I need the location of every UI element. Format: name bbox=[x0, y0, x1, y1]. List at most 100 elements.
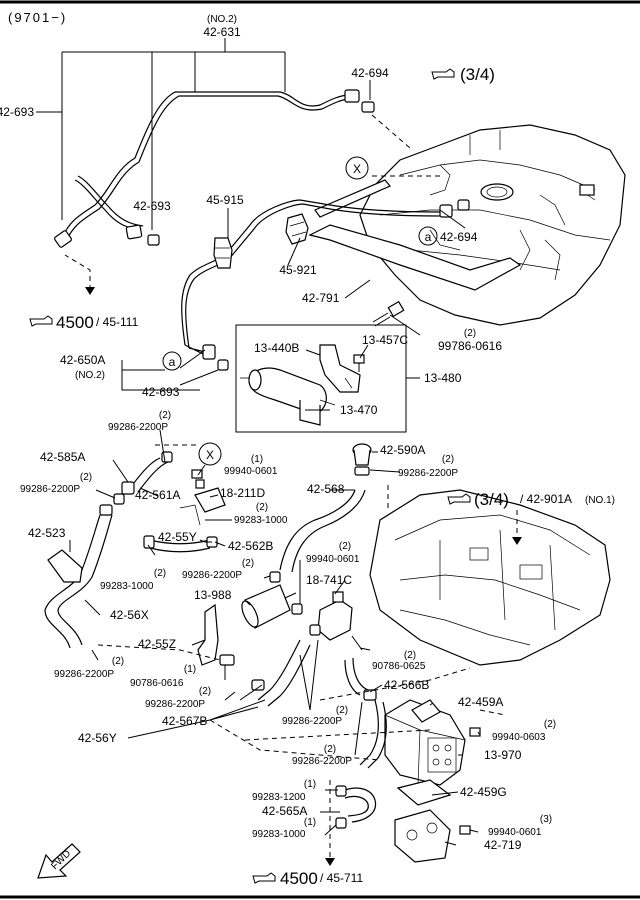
qty-92862-c: (2) bbox=[442, 454, 454, 465]
qty-92862-a: (2) bbox=[159, 410, 171, 421]
label-42-561a: 42-561A bbox=[135, 488, 180, 502]
fuel-pipe-middle bbox=[181, 199, 470, 371]
label-42-56y: 42-56Y bbox=[78, 731, 117, 745]
label-99286-2200p-g: 99286-2200P bbox=[282, 716, 342, 727]
label-42-585a: 42-585A bbox=[40, 450, 85, 464]
fuel-filter-13-470 bbox=[240, 367, 336, 426]
qty-99940-c: (2) bbox=[544, 719, 556, 730]
label-99283-1000-c: 99283-1000 bbox=[252, 829, 306, 840]
bracket-42-719 bbox=[394, 809, 451, 863]
label-99283-1200: 99283-1200 bbox=[252, 792, 306, 803]
qty-92862-f: (2) bbox=[199, 686, 211, 697]
bolt-99786-0616 bbox=[372, 300, 405, 327]
label-no1: (NO.1) bbox=[585, 495, 615, 506]
bracket-42-523 bbox=[47, 549, 83, 583]
circle-x-mid-label: X bbox=[206, 448, 214, 462]
label-13-470: 13-470 bbox=[340, 403, 378, 417]
dashed-guides bbox=[64, 114, 518, 860]
fuel-tank bbox=[359, 124, 626, 326]
filter-13-988 bbox=[241, 571, 303, 629]
label-99283-1000-b: 99283-1000 bbox=[100, 581, 154, 592]
arrow-down-icon bbox=[85, 287, 95, 295]
valve-18-741c bbox=[309, 591, 363, 651]
hose-42-567b bbox=[251, 639, 311, 707]
label-99940-0603: 99940-0603 bbox=[492, 732, 546, 743]
arrow-down-icon bbox=[325, 858, 335, 866]
ref-top: (3/4) bbox=[460, 65, 495, 84]
label-99286-2200p-e: 99286-2200P bbox=[54, 669, 114, 680]
pipe-clip-45-921 bbox=[285, 213, 309, 245]
label-99940-0601-d: 99940-0601 bbox=[488, 827, 542, 838]
label-99286-2200p-a: 99286-2200P bbox=[108, 422, 168, 433]
circle-a-left bbox=[162, 351, 182, 371]
qty-99940-d: (3) bbox=[540, 814, 552, 825]
circle-a-left-label: a bbox=[169, 355, 176, 369]
label-90786-0616: 90786-0616 bbox=[130, 678, 184, 689]
label-13-457c: 13-457C bbox=[362, 333, 408, 347]
circle-x-mid bbox=[198, 442, 222, 466]
label-42-567b: 42-567B bbox=[162, 714, 207, 728]
label-42-523: 42-523 bbox=[28, 526, 66, 540]
hand-pointer-icon bbox=[447, 493, 471, 505]
hand-pointer-icon bbox=[252, 872, 276, 884]
label-13-970: 13-970 bbox=[484, 748, 522, 762]
cap-42-459a bbox=[411, 699, 441, 723]
qty-99283-c: (1) bbox=[304, 817, 316, 828]
label-99786-0616: 99786-0616 bbox=[438, 339, 502, 353]
circle-x-top bbox=[345, 156, 369, 180]
label-99286-2200p-b: 99286-2200P bbox=[20, 484, 80, 495]
label-42-693-left: 42-693 bbox=[0, 105, 34, 119]
label-42-56x: 42-56X bbox=[110, 608, 149, 622]
label-42-55y: 42-55Y bbox=[158, 530, 197, 544]
label-90786-0625: 90786-0625 bbox=[372, 661, 426, 672]
arrow-down-icon bbox=[512, 537, 522, 545]
label-18-211d: 18-211D bbox=[220, 486, 265, 500]
label-no2-650a: (NO.2) bbox=[75, 370, 105, 381]
ref-4500-111: 4500 bbox=[56, 313, 94, 332]
bracket-42-459g bbox=[396, 779, 452, 806]
qty-92862-d: (2) bbox=[242, 558, 254, 569]
label-42-694-right: 42-694 bbox=[440, 230, 478, 244]
label-42-459g: 42-459G bbox=[460, 785, 507, 799]
hose-42-568 bbox=[279, 489, 366, 573]
hose-42-565a bbox=[335, 785, 377, 829]
label-45-915: 45-915 bbox=[206, 193, 244, 207]
circle-x-top-label: X bbox=[353, 162, 361, 176]
label-no2-top: (NO.2) bbox=[207, 14, 237, 25]
ref-45-711: / 45-711 bbox=[320, 871, 363, 885]
tank-strap bbox=[308, 224, 522, 291]
hose-to-canister bbox=[359, 699, 387, 769]
label-42-901a: / 42-901A bbox=[520, 492, 572, 506]
qty-99283-1000-a: (2) bbox=[256, 502, 268, 513]
qty-92862-h: (2) bbox=[324, 744, 336, 755]
label-42-693-bottom: 42-693 bbox=[142, 385, 180, 399]
nut-99940-0601-a bbox=[191, 469, 203, 479]
screw-13-457c bbox=[353, 354, 365, 372]
qty-92862-e: (2) bbox=[112, 656, 124, 667]
qty-99940-b: (2) bbox=[339, 541, 351, 552]
label-99286-2200p-h: 99286-2200P bbox=[292, 756, 352, 767]
bracket-42-55z bbox=[197, 603, 235, 666]
label-99940-0601-b: 99940-0601 bbox=[306, 554, 360, 565]
qty-99283-b: (2) bbox=[154, 568, 166, 579]
solenoid-18-211d bbox=[179, 479, 226, 526]
label-13-440b: 13-440B bbox=[254, 341, 299, 355]
tank-strap-upper bbox=[314, 179, 391, 218]
nut-99940-0601-d bbox=[459, 825, 471, 835]
label-99286-2200p-f: 99286-2200P bbox=[145, 699, 205, 710]
label-45-921: 45-921 bbox=[279, 263, 317, 277]
fwd-arrow-icon: FWD bbox=[37, 843, 81, 879]
label-42-693-mid: 42-693 bbox=[133, 199, 171, 213]
label-42-565a: 42-565A bbox=[262, 804, 307, 818]
qty-92862-b: (2) bbox=[80, 472, 92, 483]
label-42-694-top: 42-694 bbox=[351, 66, 389, 80]
date-code: (9701−) bbox=[8, 10, 67, 25]
hose-42-56x bbox=[44, 504, 113, 649]
qty-99786: (2) bbox=[464, 328, 476, 339]
label-13-988: 13-988 bbox=[194, 588, 232, 602]
ref-34-mid: (3/4) bbox=[474, 490, 509, 509]
bracket-13-440b bbox=[319, 344, 361, 393]
hose-42-561a bbox=[113, 451, 173, 505]
hand-pointer-icon bbox=[29, 315, 53, 327]
